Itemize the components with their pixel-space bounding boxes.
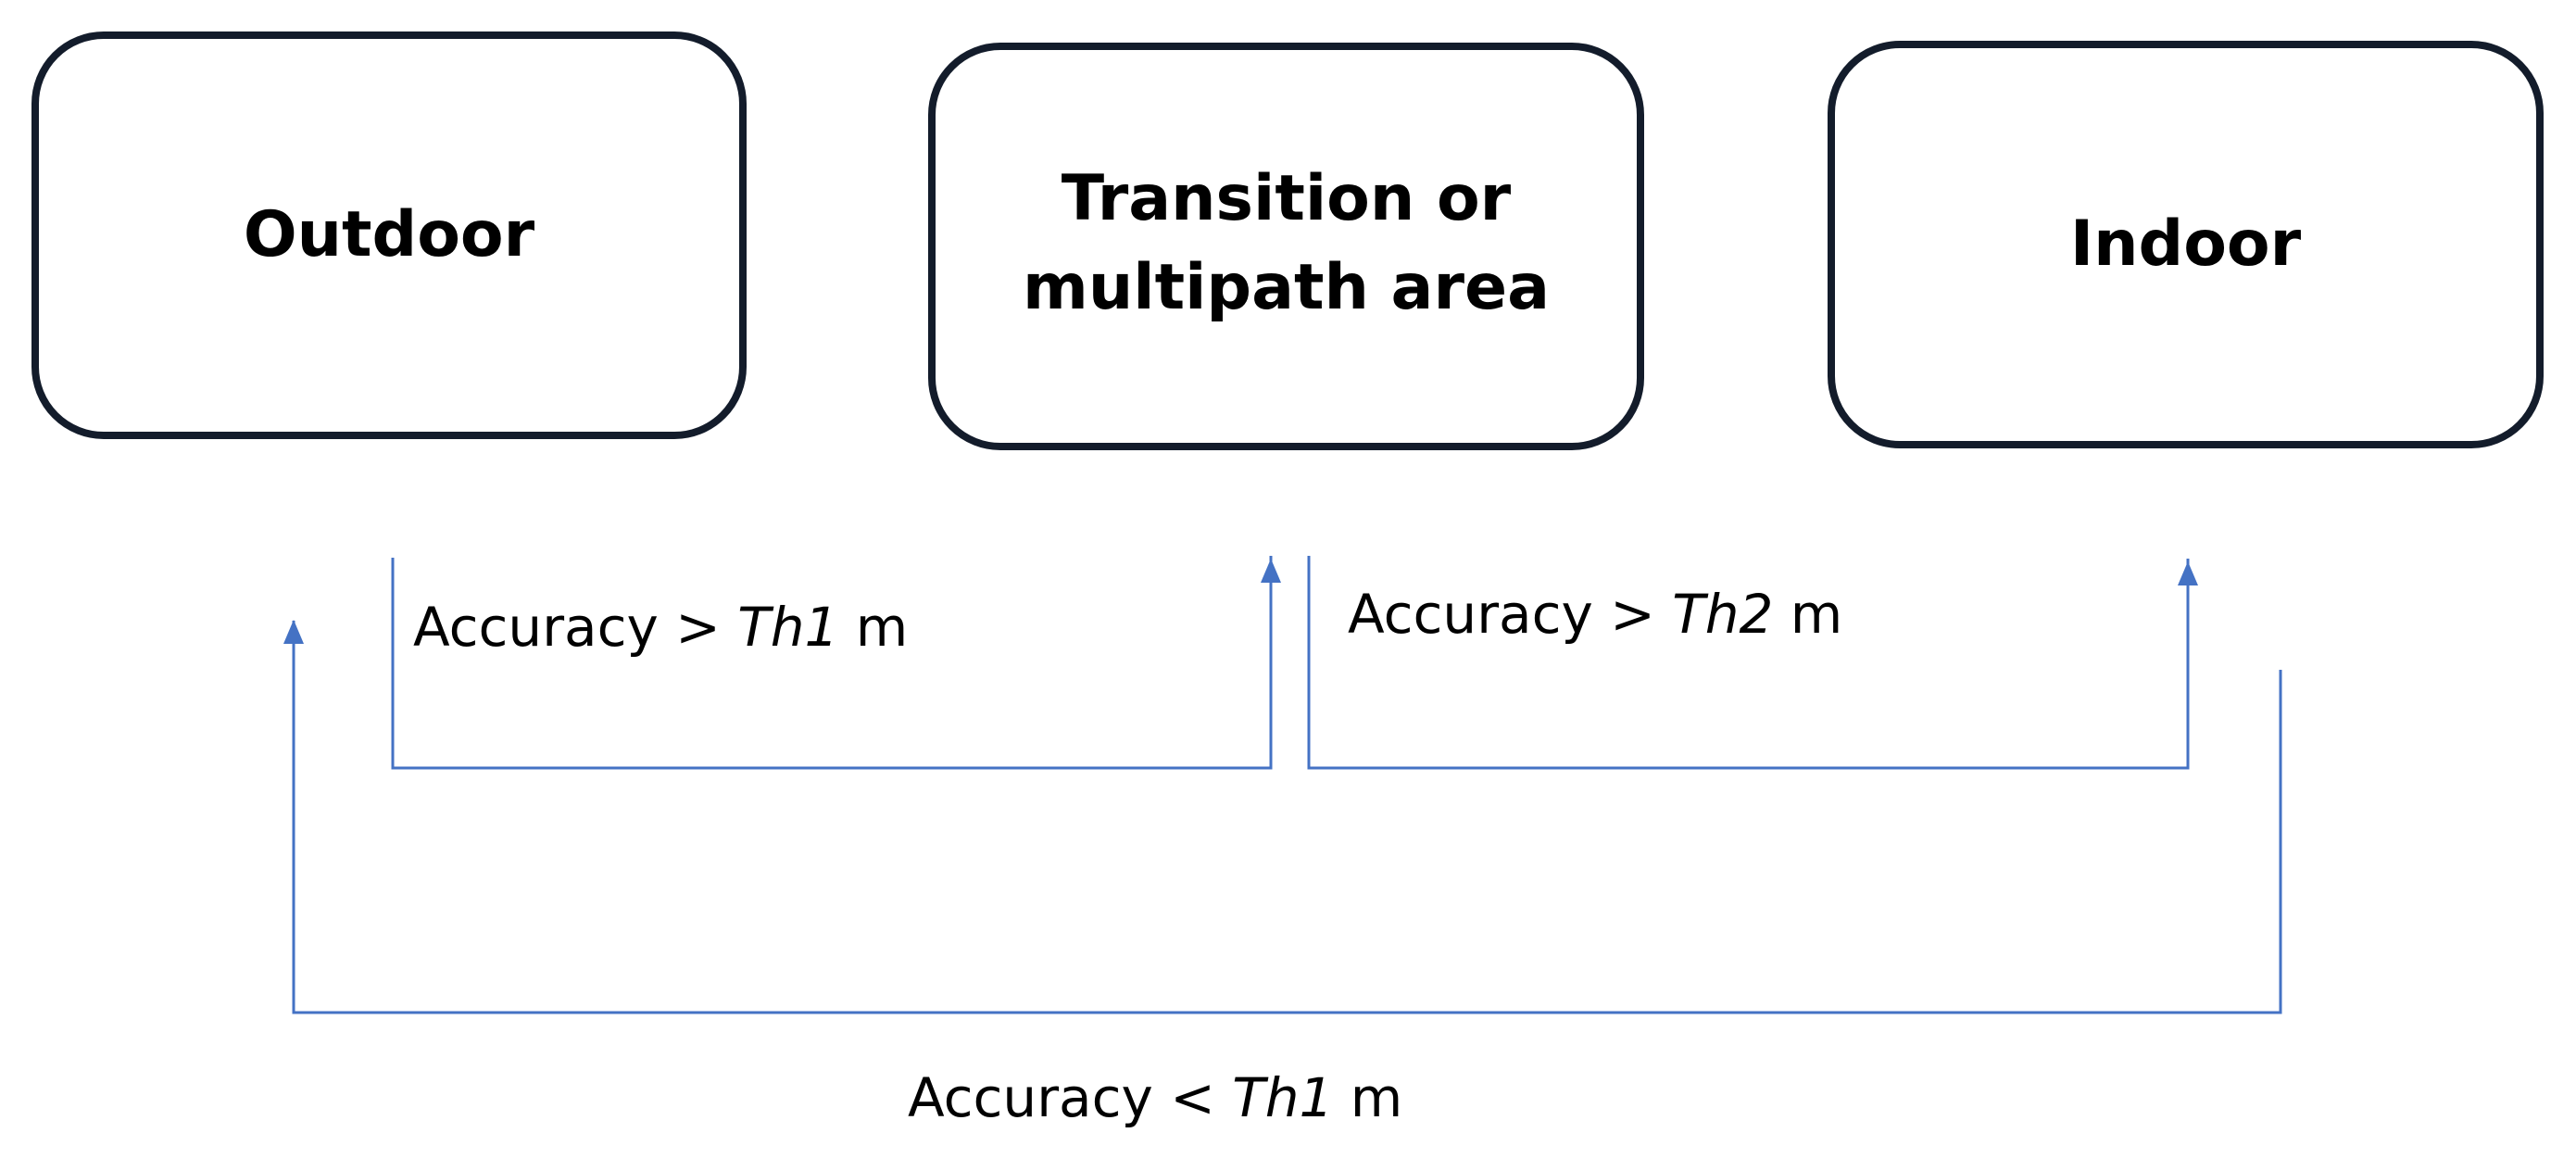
- arrowhead-transition-to-indoor: [2178, 561, 2198, 585]
- threshold-name: Th2: [1672, 583, 1774, 646]
- unit-label: m: [1333, 1066, 1403, 1129]
- threshold-name: Th1: [1232, 1066, 1334, 1129]
- state-box-indoor: Indoor: [1828, 41, 2544, 448]
- state-label-transition-line1: Transition or: [1061, 162, 1512, 235]
- condition-prefix: Accuracy <: [908, 1066, 1233, 1129]
- state-label-transition: Transition or multipath area: [1023, 157, 1550, 335]
- condition-prefix: Accuracy >: [1348, 583, 1673, 646]
- arrowhead-indoor-to-outdoor: [283, 620, 304, 644]
- state-label-transition-line2: multipath area: [1023, 251, 1550, 324]
- arrow-transition-to-indoor: [1307, 556, 2190, 770]
- condition-label-outdoor-to-transition: Accuracy > Th1 m: [413, 600, 908, 654]
- condition-label-indoor-to-outdoor: Accuracy < Th1 m: [908, 1071, 1402, 1125]
- arrow-outdoor-to-transition: [391, 556, 1273, 770]
- state-box-outdoor: Outdoor: [31, 31, 747, 439]
- state-box-transition: Transition or multipath area: [928, 43, 1644, 450]
- condition-prefix: Accuracy >: [413, 596, 738, 659]
- unit-label: m: [1773, 583, 1843, 646]
- condition-label-transition-to-indoor: Accuracy > Th2 m: [1348, 587, 1842, 641]
- unit-label: m: [838, 596, 909, 659]
- arrowhead-outdoor-to-transition: [1261, 559, 1281, 583]
- threshold-name: Th1: [737, 596, 839, 659]
- state-label-indoor: Indoor: [2069, 208, 2302, 281]
- arrow-indoor-to-outdoor: [292, 621, 2282, 1014]
- state-label-outdoor: Outdoor: [243, 198, 535, 271]
